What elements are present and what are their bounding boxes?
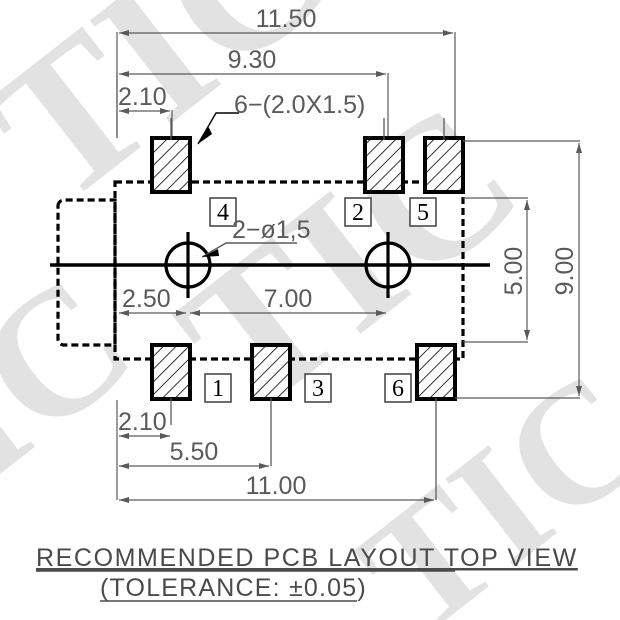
pad-size-label: 6−(2.0X1.5) [234,91,365,119]
pad-3 [250,343,292,401]
dimension-bottom-overall: 11.00 [119,472,434,503]
pad-center-ticks [170,118,445,500]
mounting-hole-left [164,232,212,298]
dimension-label-2-10-bottom: 2.10 [118,408,167,436]
dimension-right-inner: 5.00 [463,197,530,343]
pad-number-5: 5 [409,197,437,227]
pad-number-6: 6 [384,373,412,403]
pad-1 [150,343,192,401]
caption-line-1: RECOMMENDED PCB LAYOUT TOP VIEW [36,544,578,572]
pad-number-4-text: 4 [217,200,229,226]
pad-size-callout: 6−(2.0X1.5) [197,91,365,145]
dimension-label-11-00: 11.00 [246,472,307,500]
pad-group [150,136,465,401]
component-outline [56,180,465,361]
pad-number-5-text: 5 [417,200,429,226]
hole-size-label: 2−ø1,5 [232,216,311,244]
dimension-label-7-00: 7.00 [264,285,313,313]
pad-number-labels: 4 2 5 1 3 6 [204,197,437,403]
pad-4 [150,136,192,194]
dimension-hole-left-offset: 2.50 [119,285,186,316]
pad-number-3: 3 [304,373,332,403]
dimension-top-overall: 11.50 [116,5,456,138]
hole-size-callout: 2−ø1,5 [201,216,311,258]
pad-2 [363,136,405,194]
pad-number-6-text: 6 [392,376,404,402]
pad-5 [423,136,465,194]
dimension-label-2-50: 2.50 [122,285,171,313]
dimension-label-5-50: 5.50 [170,438,219,466]
caption-block: RECOMMENDED PCB LAYOUT TOP VIEW (TOLERAN… [36,544,578,602]
dimension-label-9-30: 9.30 [228,46,277,74]
dimension-label-11-50: 11.50 [256,5,317,33]
dimension-bottom-inner: 5.50 [119,438,269,469]
dimension-label-5-00: 5.00 [500,247,528,296]
dimension-bottom-left-offset: 2.10 [116,400,170,500]
dimension-hole-pitch: 7.00 [190,285,386,316]
dimension-top-inner: 9.30 [116,46,389,138]
pad-number-2: 2 [344,197,372,227]
pad-number-4: 4 [209,197,237,227]
caption-line-2: (TOLERANCE: ±0.05) [100,574,367,602]
dimension-label-2-10-top: 2.10 [118,83,167,111]
pad-number-1: 1 [204,373,232,403]
pad-number-2-text: 2 [352,200,364,226]
pad-6 [415,343,457,401]
mounting-hole-right [364,232,412,298]
mounting-holes [164,232,412,298]
pad-number-1-text: 1 [212,376,224,402]
dimension-right-overall: 9.00 [455,140,582,399]
dimension-top-left-offset: 2.10 [118,83,173,140]
pad-number-3-text: 3 [312,376,324,402]
dimension-label-9-00: 9.00 [551,247,579,296]
